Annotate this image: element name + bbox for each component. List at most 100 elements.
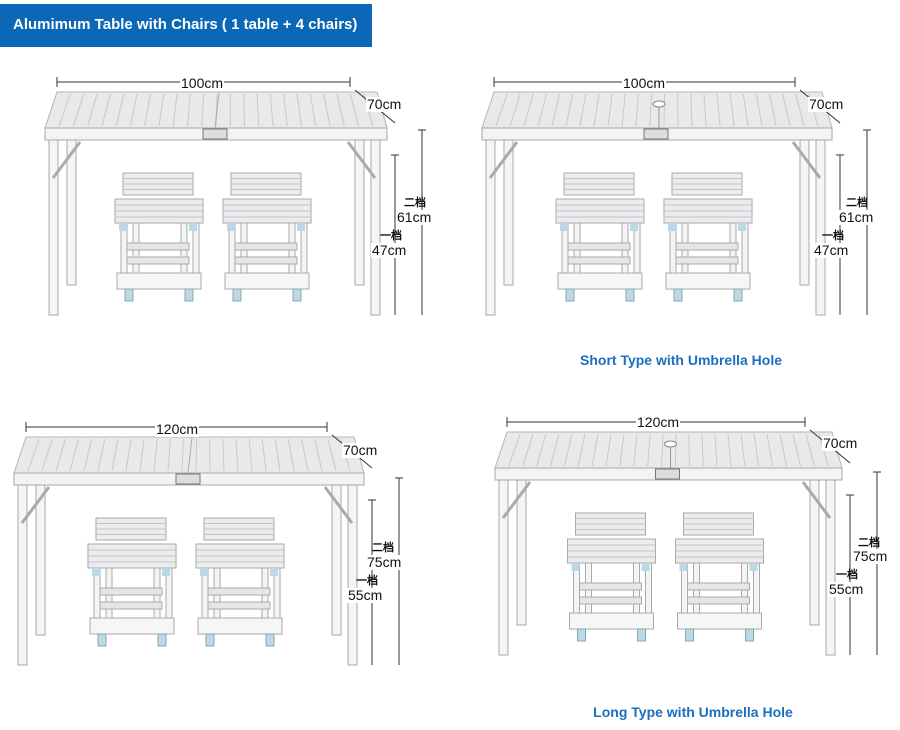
p1-low-label: 47cm — [371, 242, 408, 258]
top-slat — [550, 433, 560, 467]
top-slat — [690, 93, 693, 127]
top-slat — [661, 433, 664, 467]
p2-high-label: 61cm — [838, 209, 875, 225]
chair-foot — [124, 288, 134, 302]
top-slat — [607, 93, 613, 127]
table-leg — [503, 139, 514, 286]
leg-brace — [791, 141, 822, 179]
table-leg — [66, 139, 77, 286]
latch — [202, 128, 228, 140]
chair-rail — [207, 587, 271, 596]
chair-foot — [205, 633, 215, 647]
p2-width-label: 100cm — [622, 75, 667, 91]
chair-base — [665, 272, 751, 290]
top-slat — [111, 438, 119, 472]
leg-brace — [801, 481, 832, 519]
p4-caption: Long Type with Umbrella Hole — [593, 704, 793, 720]
latch — [655, 468, 680, 480]
top-slat — [563, 433, 573, 467]
table-leg — [485, 139, 496, 316]
p4-depth-label: 70cm — [822, 435, 859, 451]
chair-clip — [189, 223, 197, 231]
top-slat — [522, 433, 534, 467]
p4-high-level: 二档 — [858, 537, 880, 549]
leg-brace — [346, 141, 377, 179]
chair-foot — [97, 633, 107, 647]
top-slat — [633, 433, 638, 467]
title-banner: Alumimum Table with Chairs ( 1 table + 4… — [0, 4, 372, 47]
chair-clip — [668, 223, 676, 231]
top-slat — [201, 93, 205, 127]
top-slat — [336, 93, 345, 127]
top-slat — [509, 93, 521, 127]
p4-low-level: 一档 — [836, 569, 858, 581]
chair-foot — [733, 288, 743, 302]
top-slat — [269, 93, 274, 127]
p3-high-level: 二档 — [372, 542, 394, 554]
p3-width-label: 120cm — [155, 421, 200, 437]
top-slat — [115, 93, 125, 127]
chair-clip — [119, 223, 127, 231]
top-slat — [742, 93, 749, 127]
chair-foot — [745, 628, 754, 642]
top-slat — [195, 438, 198, 472]
top-slat — [714, 433, 718, 467]
top-slat — [635, 93, 639, 127]
chair-rail — [579, 596, 642, 605]
chair-foot — [673, 288, 683, 302]
leg-brace — [51, 141, 82, 179]
top-slat — [755, 93, 763, 127]
page-title: Alumimum Table with Chairs ( 1 table + 4… — [13, 16, 358, 33]
top-slat — [87, 93, 98, 127]
chair-base — [116, 272, 202, 290]
p2-low-label: 47cm — [813, 242, 850, 258]
chair-foot — [577, 628, 586, 642]
fold-line — [187, 436, 193, 474]
chair-clip — [679, 563, 688, 571]
top-slat — [167, 438, 171, 472]
top-slat — [248, 438, 253, 472]
top-slat — [591, 433, 599, 467]
chair-clip — [749, 563, 758, 571]
table-leg — [815, 139, 826, 316]
top-slat — [172, 93, 178, 127]
top-slat — [729, 93, 735, 127]
top-slat — [256, 93, 260, 127]
top-slat — [349, 93, 359, 127]
top-slat — [187, 93, 191, 127]
chair-foot — [232, 288, 242, 302]
chair-base — [89, 617, 175, 635]
chair-rail — [675, 242, 739, 251]
top-slat — [701, 433, 704, 467]
chair-foot — [625, 288, 635, 302]
fold-line — [214, 91, 220, 129]
top-slat — [73, 93, 85, 127]
table-set-4 — [494, 417, 881, 656]
top-slat — [674, 433, 677, 467]
table-set-2 — [481, 77, 871, 316]
chair-rail — [234, 256, 298, 265]
top-slat — [125, 438, 132, 472]
p2-depth-label: 70cm — [808, 96, 845, 112]
leg-brace — [20, 486, 51, 524]
p2-caption: Short Type with Umbrella Hole — [580, 352, 782, 368]
top-slat — [296, 93, 302, 127]
top-slat — [323, 93, 331, 127]
top-slat — [287, 438, 295, 472]
table-leg — [17, 484, 28, 666]
top-slat — [766, 433, 774, 467]
top-slat — [314, 438, 323, 472]
table-leg — [498, 479, 509, 656]
top-slat — [579, 93, 587, 127]
top-slat — [58, 93, 71, 127]
top-slat — [605, 433, 612, 467]
top-slat — [309, 93, 317, 127]
top-slat — [551, 93, 561, 127]
top-slat — [649, 93, 652, 127]
top-slat — [153, 438, 158, 472]
top-slat — [740, 433, 746, 467]
chair-foot — [565, 288, 575, 302]
table-set-3 — [13, 422, 403, 666]
top-slat — [753, 433, 760, 467]
